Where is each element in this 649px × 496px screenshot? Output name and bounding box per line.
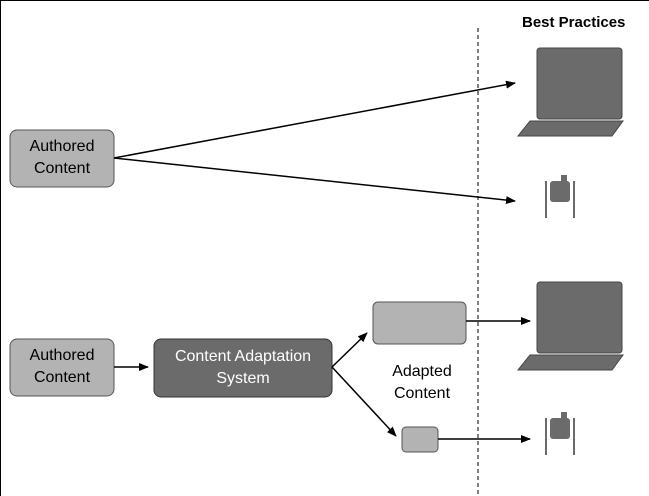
- bottom-authored-content-line1: Authored: [29, 347, 95, 364]
- adapted-content-label: Adapted Content: [372, 361, 472, 405]
- top-authored-content-label: Authored Content: [10, 136, 114, 180]
- adapted-content-line2: Content: [393, 385, 451, 402]
- adapted-content-line1: Adapted: [392, 363, 452, 380]
- bottom-authored-content-line2: Content: [33, 369, 91, 386]
- small-adapted-content-box: [401, 426, 439, 453]
- best-practices-title: Best Practices: [522, 14, 626, 31]
- top-authored-content-line1: Authored: [29, 138, 95, 155]
- content-adaptation-system-line2: System: [216, 370, 270, 387]
- content-adaptation-system-line1: Content Adaptation: [174, 348, 312, 365]
- laptop-icon: [516, 47, 624, 137]
- arrow-to-top-laptop: [113, 80, 516, 159]
- arrow-to-large-adapted-box: [331, 332, 368, 368]
- mobile-phone-icon: [545, 175, 575, 218]
- laptop-icon: [516, 281, 624, 371]
- arrow-to-top-phone: [113, 157, 516, 205]
- content-adaptation-system-label: Content Adaptation System: [154, 346, 332, 390]
- large-adapted-content-box: [372, 301, 467, 345]
- arrow-to-small-adapted-box: [331, 366, 397, 437]
- bottom-authored-content-label: Authored Content: [10, 345, 114, 389]
- mobile-phone-icon: [545, 412, 575, 455]
- top-authored-content-line2: Content: [33, 160, 91, 177]
